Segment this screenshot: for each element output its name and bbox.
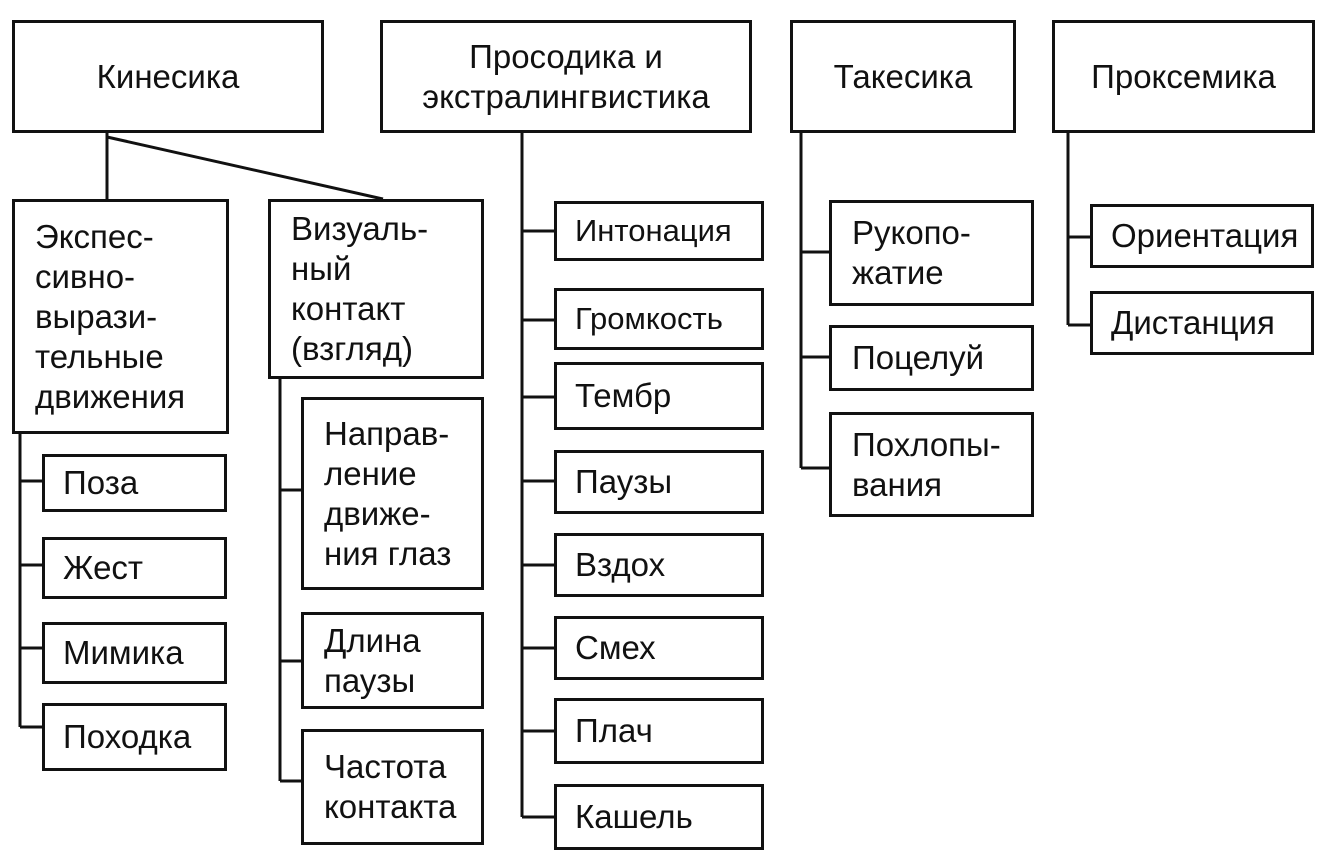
kinesics-expressive-movements: Экспес- сивно- вырази- тельные движения: [12, 199, 229, 434]
item-crying: Плач: [554, 698, 764, 764]
item-gait: Походка: [42, 703, 227, 771]
item-pauses: Паузы: [554, 450, 764, 514]
item-handshake: Рукопо- жатие: [829, 200, 1034, 306]
item-cough: Кашель: [554, 784, 764, 850]
item-facial-expression: Мимика: [42, 622, 227, 684]
category-takesics: Такесика: [790, 20, 1016, 133]
item-timbre: Тембр: [554, 362, 764, 430]
item-loudness: Громкость: [554, 288, 764, 350]
item-posture: Поза: [42, 454, 227, 512]
item-pause-length: Длина паузы: [301, 612, 484, 709]
item-contact-frequency: Частота контакта: [301, 729, 484, 845]
item-laughter: Смех: [554, 616, 764, 680]
category-prosody-extralinguistics: Просодика и экстралингвистика: [380, 20, 752, 133]
category-proxemics: Проксемика: [1052, 20, 1315, 133]
item-patting: Похлопы- вания: [829, 412, 1034, 517]
kinesics-visual-contact: Визуаль- ный контакт (взгляд): [268, 199, 484, 379]
item-gesture: Жест: [42, 537, 227, 599]
item-sigh: Вздох: [554, 533, 764, 597]
item-eye-movement-direction: Направ- ление движе- ния глаз: [301, 397, 484, 590]
item-orientation: Ориентация: [1090, 204, 1314, 268]
item-kiss: Поцелуй: [829, 325, 1034, 391]
item-intonation: Интонация: [554, 201, 764, 261]
category-kinesics: Кинесика: [12, 20, 324, 133]
item-distance: Дистанция: [1090, 291, 1314, 355]
